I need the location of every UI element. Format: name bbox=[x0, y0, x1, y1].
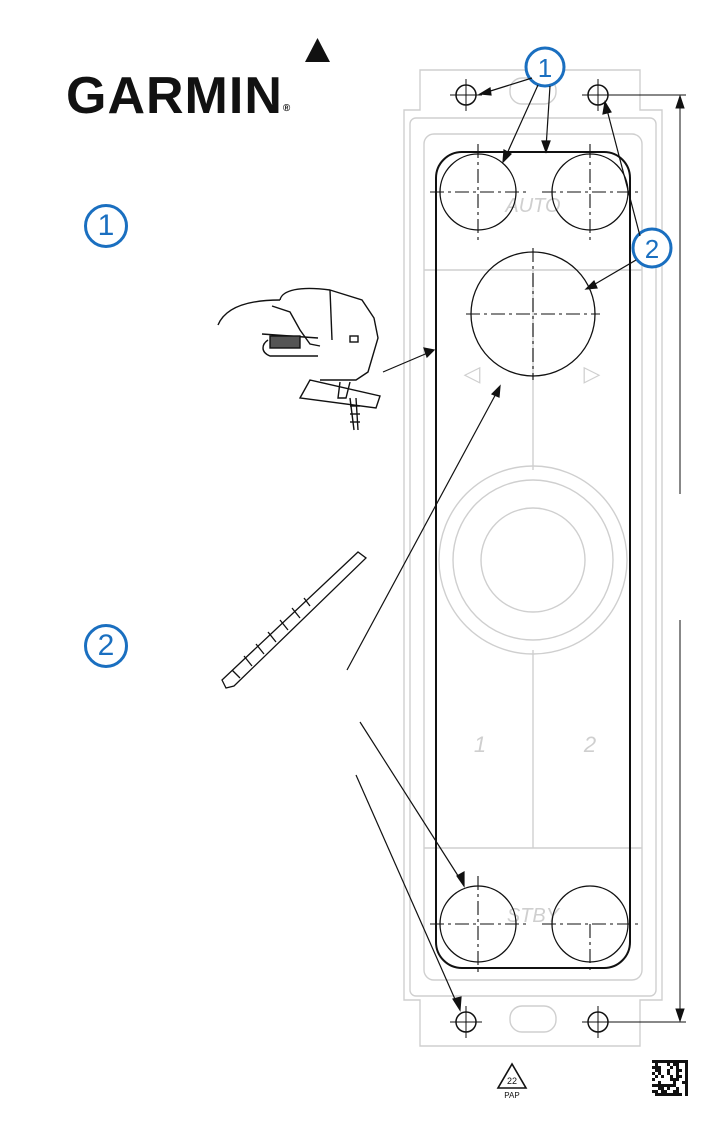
svg-text:2: 2 bbox=[645, 234, 659, 264]
svg-text:1: 1 bbox=[538, 53, 552, 83]
hole-top-left bbox=[440, 154, 516, 230]
logo-triangle-icon bbox=[305, 38, 330, 62]
arrow-right-glyph: ▷ bbox=[584, 361, 601, 386]
recycle-material: PAP bbox=[504, 1091, 519, 1100]
callout-1-badge: 1 bbox=[526, 48, 564, 86]
hole-top-right bbox=[552, 154, 628, 230]
hole-bottom-left bbox=[440, 886, 516, 962]
arrow-left-glyph: ◁ bbox=[464, 361, 481, 386]
label-one: 1 bbox=[474, 732, 486, 757]
leader-lines bbox=[347, 78, 640, 1010]
svg-text:22: 22 bbox=[507, 1076, 517, 1086]
drill-bit-icon bbox=[222, 552, 366, 688]
button-holes bbox=[440, 154, 628, 962]
label-two: 2 bbox=[583, 732, 596, 757]
data-matrix-code bbox=[652, 1060, 688, 1096]
callout-2-badge: 2 bbox=[633, 229, 671, 267]
jigsaw-icon bbox=[218, 288, 380, 430]
recycle-paper-icon: 22 PAP bbox=[498, 1064, 526, 1100]
